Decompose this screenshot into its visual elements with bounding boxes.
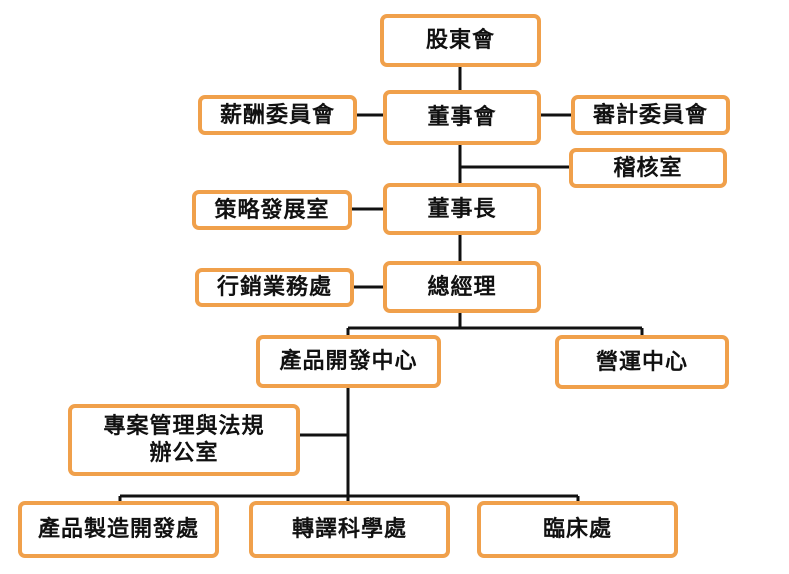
node-product-dev-center-label: 產品開發中心 <box>279 349 418 374</box>
node-pmo-label-line2: 辦公室 <box>149 441 219 466</box>
node-audit-committee-label: 審計委員會 <box>592 102 708 128</box>
node-board-label: 董事會 <box>427 105 497 130</box>
node-clinical: 臨床處 <box>477 501 678 558</box>
node-audit-committee: 審計委員會 <box>571 95 730 135</box>
node-strategy-office: 策略發展室 <box>192 190 352 230</box>
node-marketing-office-label: 行銷業務處 <box>216 275 332 300</box>
node-strategy-office-label: 策略發展室 <box>214 197 330 223</box>
node-shareholders: 股東會 <box>380 14 541 67</box>
node-board: 董事會 <box>383 90 541 145</box>
node-marketing-office: 行銷業務處 <box>195 268 354 307</box>
node-shareholders-label: 股東會 <box>425 28 495 53</box>
node-pmo: 專案管理與法規 辦公室 <box>68 404 300 476</box>
node-manufacturing-dev-label: 產品製造開發處 <box>37 517 199 542</box>
node-translational-science-label: 轉譯科學處 <box>291 517 407 542</box>
node-pmo-text: 專案管理與法規 辦公室 <box>103 413 264 467</box>
node-operations-center: 營運中心 <box>555 335 729 389</box>
node-compensation-committee-label: 薪酬委員會 <box>219 102 335 128</box>
node-general-manager: 總經理 <box>383 261 541 313</box>
node-translational-science: 轉譯科學處 <box>249 501 450 558</box>
node-manufacturing-dev: 產品製造開發處 <box>18 501 219 558</box>
node-chairman-label: 董事長 <box>427 196 497 222</box>
node-operations-center-label: 營運中心 <box>595 349 688 375</box>
node-audit-office-label: 稽核室 <box>613 155 683 181</box>
node-clinical-label: 臨床處 <box>542 517 612 542</box>
node-pmo-label-line1: 專案管理與法規 <box>103 414 265 439</box>
node-compensation-committee: 薪酬委員會 <box>198 95 357 135</box>
node-chairman: 董事長 <box>383 183 541 235</box>
node-product-dev-center: 產品開發中心 <box>256 335 441 388</box>
node-general-manager-label: 總經理 <box>427 274 497 300</box>
node-audit-office: 稽核室 <box>569 148 727 188</box>
